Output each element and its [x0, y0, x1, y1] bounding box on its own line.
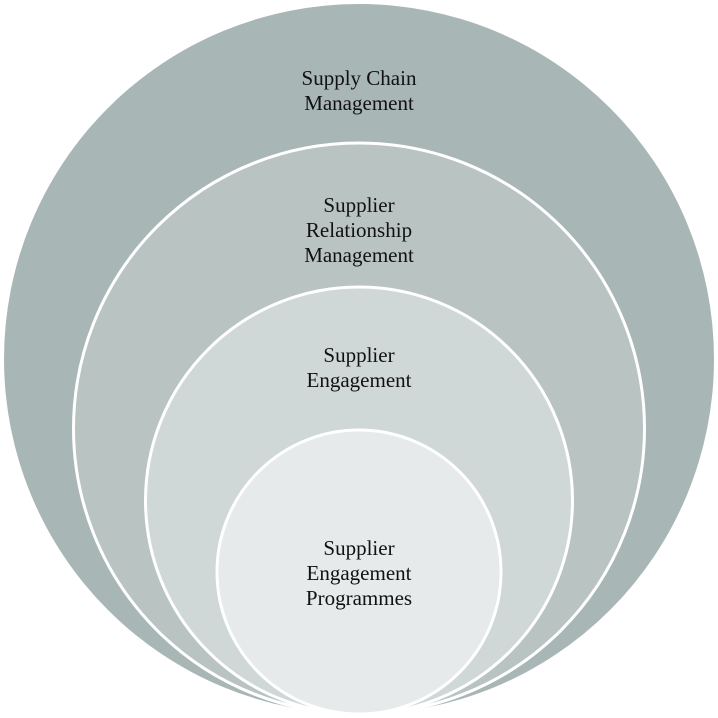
label-line: Relationship: [306, 218, 412, 242]
label-line: Engagement: [307, 368, 412, 392]
circle-supplier-engagement-programmes: [215, 428, 503, 716]
label-line: Supplier: [323, 536, 394, 560]
label-line: Engagement: [307, 561, 412, 585]
label-line: Supply Chain: [302, 66, 417, 90]
label-line: Management: [304, 91, 414, 115]
label-line: Supplier: [323, 193, 394, 217]
label-line: Management: [304, 243, 414, 267]
label-line: Programmes: [306, 586, 412, 610]
label-line: Supplier: [323, 343, 394, 367]
